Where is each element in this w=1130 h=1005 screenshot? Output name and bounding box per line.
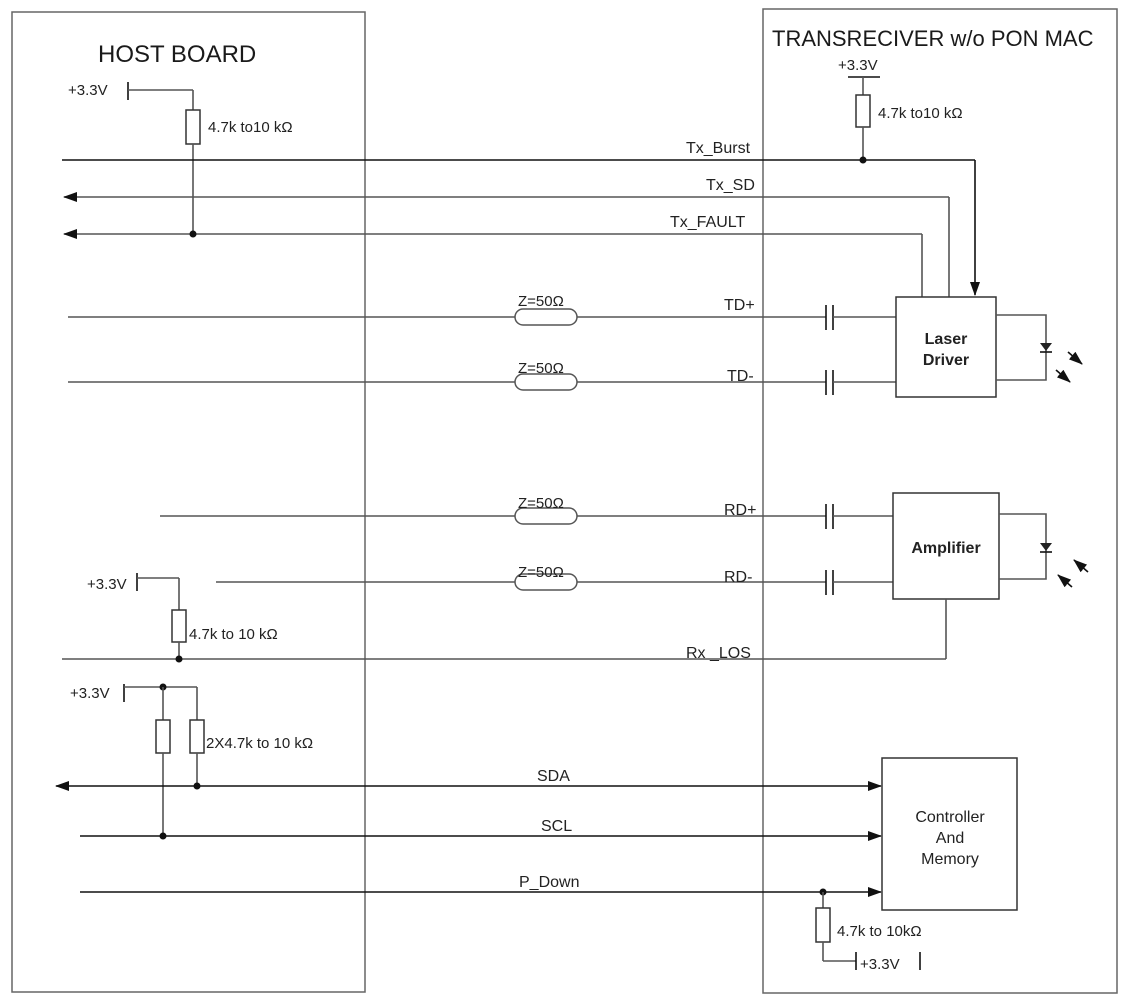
host-los-pullup-value: 4.7k to 10 kΩ (189, 626, 278, 643)
module-burst-supply-label: +3.3V (838, 57, 878, 74)
rd-minus-label: RD- (724, 569, 752, 586)
amplifier-label: Amplifier (911, 540, 980, 557)
host-i2c-scl-pullup-resistor (155, 719, 171, 754)
rx-los-label: Rx _LOS (686, 645, 751, 662)
module-burst-pullup-resistor (855, 94, 871, 128)
sda-junction (193, 782, 201, 790)
host-los-supply-label: +3.3V (87, 576, 127, 593)
host-tx-pullup-resistor (185, 109, 201, 145)
host-board-title: HOST BOARD (98, 41, 256, 68)
td-plus-label: TD+ (724, 297, 755, 314)
td-plus-transmission-line (514, 308, 578, 326)
td-minus-impedance: Z=50Ω (518, 360, 564, 377)
photodiode-icon (1040, 543, 1052, 551)
p-down-label: P_Down (519, 874, 579, 891)
controller-label-line3: Memory (921, 851, 979, 868)
laser-driver-label-line1: Laser (925, 331, 968, 348)
tx-sd-label: Tx_SD (706, 177, 755, 194)
transceiver-frame (762, 8, 1118, 994)
tx-burst-junction (859, 156, 867, 164)
tx-fault-label: Tx_FAULT (670, 214, 746, 231)
laser-driver-block (895, 296, 997, 398)
scl-junction (159, 832, 167, 840)
host-i2c-pullup-value: 2X4.7k to 10 kΩ (206, 735, 313, 752)
host-tx-supply-label: +3.3V (68, 82, 108, 99)
laser-emission-arrow-1-icon (1067, 351, 1083, 365)
tx-burst-label: Tx_Burst (686, 140, 751, 157)
tx-fault-junction (189, 230, 197, 238)
transceiver-title: TRANSRECIVER w/o PON MAC (772, 26, 1094, 51)
module-pdown-supply-label: +3.3V (860, 956, 900, 973)
module-burst-pullup-value: 4.7k to10 kΩ (878, 105, 963, 122)
module-pdown-pullup-value: 4.7k to 10kΩ (837, 923, 922, 940)
amplifier-block (892, 492, 1000, 600)
photodiode-loop (999, 513, 1047, 580)
host-board-frame (11, 11, 366, 993)
controller-label-line1: Controller (915, 809, 985, 826)
rx-los-junction (175, 655, 183, 663)
rd-plus-label: RD+ (724, 502, 756, 519)
scl-label: SCL (541, 818, 572, 835)
host-tx-pullup-value: 4.7k to10 kΩ (208, 119, 293, 136)
module-pdown-pullup-resistor (815, 907, 831, 943)
host-los-pullup-resistor (171, 609, 187, 643)
host-i2c-sda-pullup-resistor (189, 719, 205, 754)
laser-emission-arrow-2-icon (1055, 369, 1071, 383)
host-i2c-supply-label: +3.3V (70, 685, 110, 702)
controller-label-line2: And (936, 830, 964, 847)
rd-plus-impedance: Z=50Ω (518, 495, 564, 512)
sda-label: SDA (537, 768, 570, 785)
laser-diode-icon (1040, 343, 1052, 351)
laser-driver-label-line2: Driver (923, 352, 969, 369)
light-in-arrow-2-icon (1057, 574, 1073, 588)
rd-minus-impedance: Z=50Ω (518, 564, 564, 581)
light-in-arrow-1-icon (1073, 559, 1089, 573)
laser-diode-loop (996, 314, 1047, 381)
td-plus-impedance: Z=50Ω (518, 293, 564, 310)
controller-memory-block (881, 757, 1018, 911)
td-minus-label: TD- (727, 368, 754, 385)
